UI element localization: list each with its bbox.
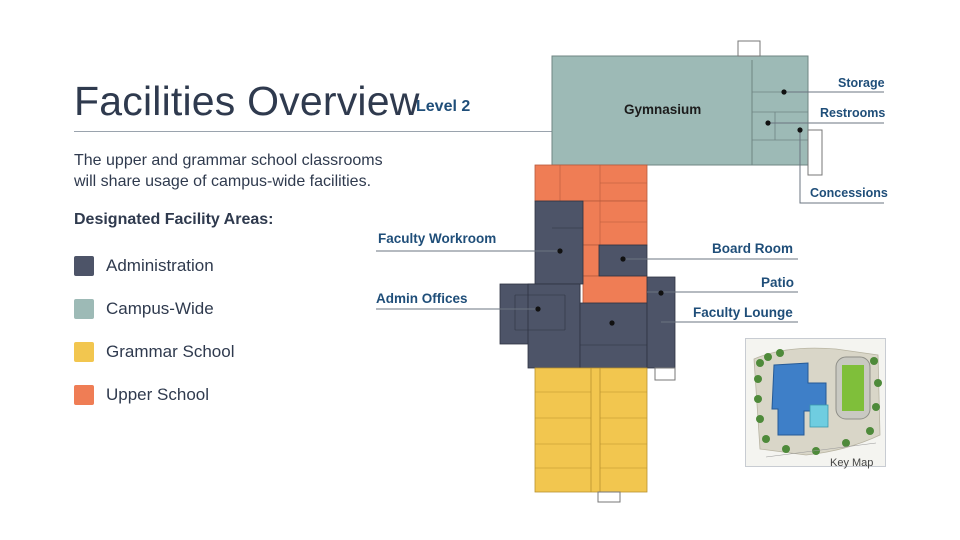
- legend-item-grammar-school: Grammar School: [74, 342, 234, 362]
- page-title: Facilities Overview: [74, 78, 420, 124]
- stair-east: [807, 129, 823, 176]
- title-divider: [74, 131, 552, 132]
- legend-item-administration: Administration: [74, 256, 214, 276]
- label-restrooms: Restrooms: [820, 106, 886, 120]
- key-map-image: [746, 339, 885, 466]
- stair-top: [737, 40, 761, 57]
- label-storage: Storage: [838, 76, 885, 90]
- legend-swatch: [74, 256, 94, 276]
- legend-label: Administration: [106, 256, 214, 275]
- legend-item-upper-school: Upper School: [74, 385, 209, 405]
- legend-item-campus-wide: Campus-Wide: [74, 299, 214, 319]
- legend-title: Designated Facility Areas:: [74, 211, 274, 228]
- label-gymnasium: Gymnasium: [624, 102, 702, 117]
- legend-label: Upper School: [106, 385, 210, 404]
- legend-swatch: [74, 299, 94, 319]
- upper-school-area: [582, 275, 648, 304]
- label-faculty-lounge: Faculty Lounge: [693, 305, 793, 320]
- description-line: will share usage of campus-wide faciliti…: [74, 173, 372, 190]
- legend-swatch: [74, 385, 94, 405]
- legend-label: Campus-Wide: [106, 299, 214, 318]
- label-board-room: Board Room: [712, 241, 793, 256]
- gymnasium-area: [551, 55, 809, 166]
- key-map: [745, 338, 886, 467]
- label-faculty-workroom: Faculty Workroom: [378, 231, 497, 246]
- label-patio: Patio: [761, 275, 795, 290]
- label-concessions: Concessions: [810, 186, 888, 200]
- faculty-workroom-area: [534, 200, 584, 285]
- upper-school-area: [582, 244, 600, 277]
- legend-label: Grammar School: [106, 342, 235, 361]
- label-admin-offices: Admin Offices: [376, 291, 468, 306]
- description: The upper and grammar school classrooms …: [74, 150, 383, 192]
- description-line: The upper and grammar school classrooms: [74, 152, 383, 169]
- upper-school-area: [582, 200, 648, 246]
- level-label: Level 2: [416, 98, 471, 115]
- legend-swatch: [74, 342, 94, 362]
- key-map-caption: Key Map: [830, 457, 874, 469]
